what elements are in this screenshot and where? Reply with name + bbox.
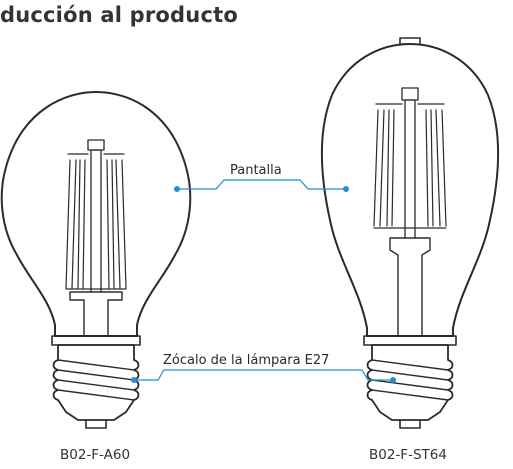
leader-lines (131, 179, 397, 384)
label-shade: Pantalla (228, 163, 284, 179)
model-left: B02-F-A60 (60, 447, 131, 463)
section-heading: ducción al producto (0, 3, 238, 27)
label-base: Zócalo de la lámpara E27 (161, 353, 332, 369)
bulb-st64-base (366, 344, 454, 421)
leader-shade-left-dot (174, 186, 181, 193)
bulb-a60-glass (0, 91, 192, 337)
leader-shade (178, 179, 346, 190)
bulb-a60 (0, 91, 192, 429)
leader-base-right-dot (390, 377, 397, 384)
bulb-a60-base (52, 344, 140, 421)
model-right: B02-F-ST64 (369, 447, 447, 463)
leader-base-left-dot (131, 377, 138, 384)
bulb-st64-glass (321, 43, 499, 337)
leader-shade-right-dot (343, 186, 350, 193)
bulb-st64 (321, 37, 499, 429)
leader-base (135, 369, 393, 381)
